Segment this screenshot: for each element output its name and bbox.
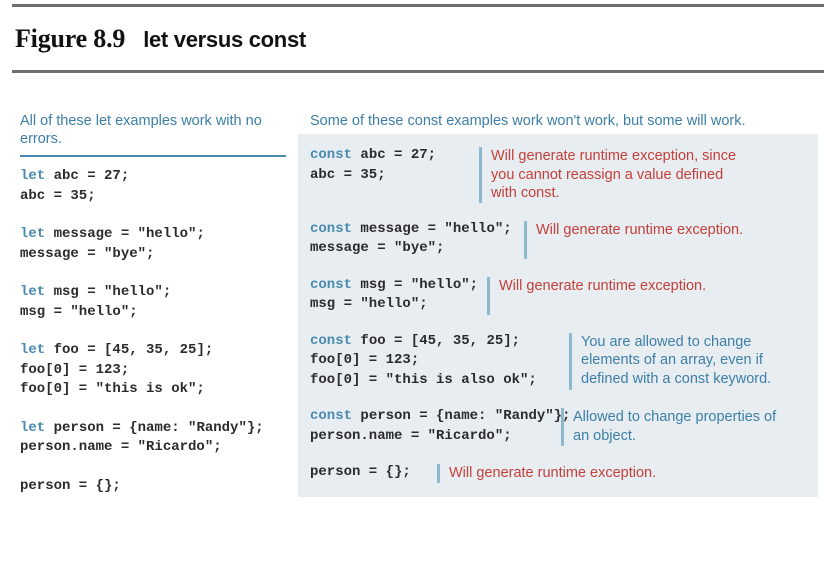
const-panel-row: const abc = 27; abc = 35; Will generate r…	[298, 146, 818, 203]
const-code-block: const msg = "hello"; msg = "hello";	[310, 276, 479, 313]
const-panel: const abc = 27; abc = 35; Will generate r…	[298, 134, 818, 497]
title-row: Figure 8.9 let versus const	[12, 7, 824, 70]
figure-body: All of these let examples work with no e…	[0, 108, 836, 572]
code-keyword: const	[310, 220, 353, 237]
const-column-header: Some of these const examples work won't …	[310, 113, 746, 129]
const-code-block: const person = {name: "Randy"}; person.n…	[310, 408, 571, 444]
code-keyword: let	[20, 342, 46, 358]
annotation-note: Will generate runtime exception.	[536, 221, 744, 238]
const-column: Some of these const examples work won't …	[298, 108, 818, 497]
annotation-divider	[569, 332, 572, 390]
code-keyword: const	[310, 147, 353, 163]
figure-header: Figure 8.9 let versus const	[12, 4, 824, 73]
const-panel-row: person = {}; Will generate runtime except…	[298, 463, 818, 483]
code-keyword: const	[310, 332, 353, 349]
let-column-header: All of these let examples work with no e…	[20, 113, 262, 147]
const-code-block: const foo = [45, 35, 25]; foo[0] = 123; …	[310, 332, 537, 388]
title-rule-top	[12, 4, 824, 7]
code-keyword: const	[310, 276, 353, 293]
annotation-note: Will generate runtime exception.	[499, 277, 707, 294]
annotation-divider	[524, 220, 527, 259]
annotation-note: Will generate runtime exception.	[449, 465, 657, 481]
annotation-note: You are allowed to change elements of an…	[581, 333, 772, 387]
let-column: All of these let examples work with no e…	[20, 108, 288, 496]
figure-number: Figure 8.9	[15, 24, 126, 53]
annotation-note: Allowed to change properties of an objec…	[573, 409, 777, 444]
let-column-rule	[20, 155, 286, 157]
code-keyword: let	[20, 168, 46, 184]
code-keyword: const	[310, 408, 353, 424]
let-code-block: let foo = [45, 35, 25]; foo[0] = 123; fo…	[20, 342, 214, 397]
annotation-divider	[561, 408, 564, 446]
const-panel-row: const foo = [45, 35, 25]; foo[0] = 123; …	[298, 332, 818, 390]
const-panel-row: const msg = "hello"; msg = "hello"; Will …	[298, 276, 818, 315]
const-panel-row: const message = "hello"; message = "bye"…	[298, 220, 818, 259]
annotation-divider	[437, 464, 440, 483]
annotation-note: Will generate runtime exception, since y…	[491, 148, 737, 201]
let-code-block: let message = "hello"; message = "bye";	[20, 226, 205, 262]
title-rule-bottom	[12, 70, 824, 73]
code-keyword: let	[20, 419, 46, 436]
code-keyword: let	[20, 284, 46, 300]
code-keyword: let	[20, 226, 46, 242]
let-code-block: person = {};	[20, 477, 121, 494]
annotation-divider	[487, 276, 490, 315]
const-code-block: person = {};	[310, 464, 411, 480]
let-code-list: let abc = 27; abc = 35; let message = "he…	[20, 167, 288, 496]
let-code-block: let abc = 27; abc = 35;	[20, 168, 130, 204]
let-code-block: let msg = "hello"; msg = "hello";	[20, 284, 172, 320]
const-panel-row: const person = {name: "Randy"}; person.n…	[298, 407, 818, 446]
let-code-block: let person = {name: "Randy"}; person.nam…	[20, 419, 264, 456]
figure-title: let versus const	[143, 27, 306, 52]
annotation-divider	[479, 147, 482, 203]
const-code-block: const message = "hello"; message = "bye"…	[310, 220, 512, 257]
const-code-block: const abc = 27; abc = 35;	[310, 147, 437, 183]
